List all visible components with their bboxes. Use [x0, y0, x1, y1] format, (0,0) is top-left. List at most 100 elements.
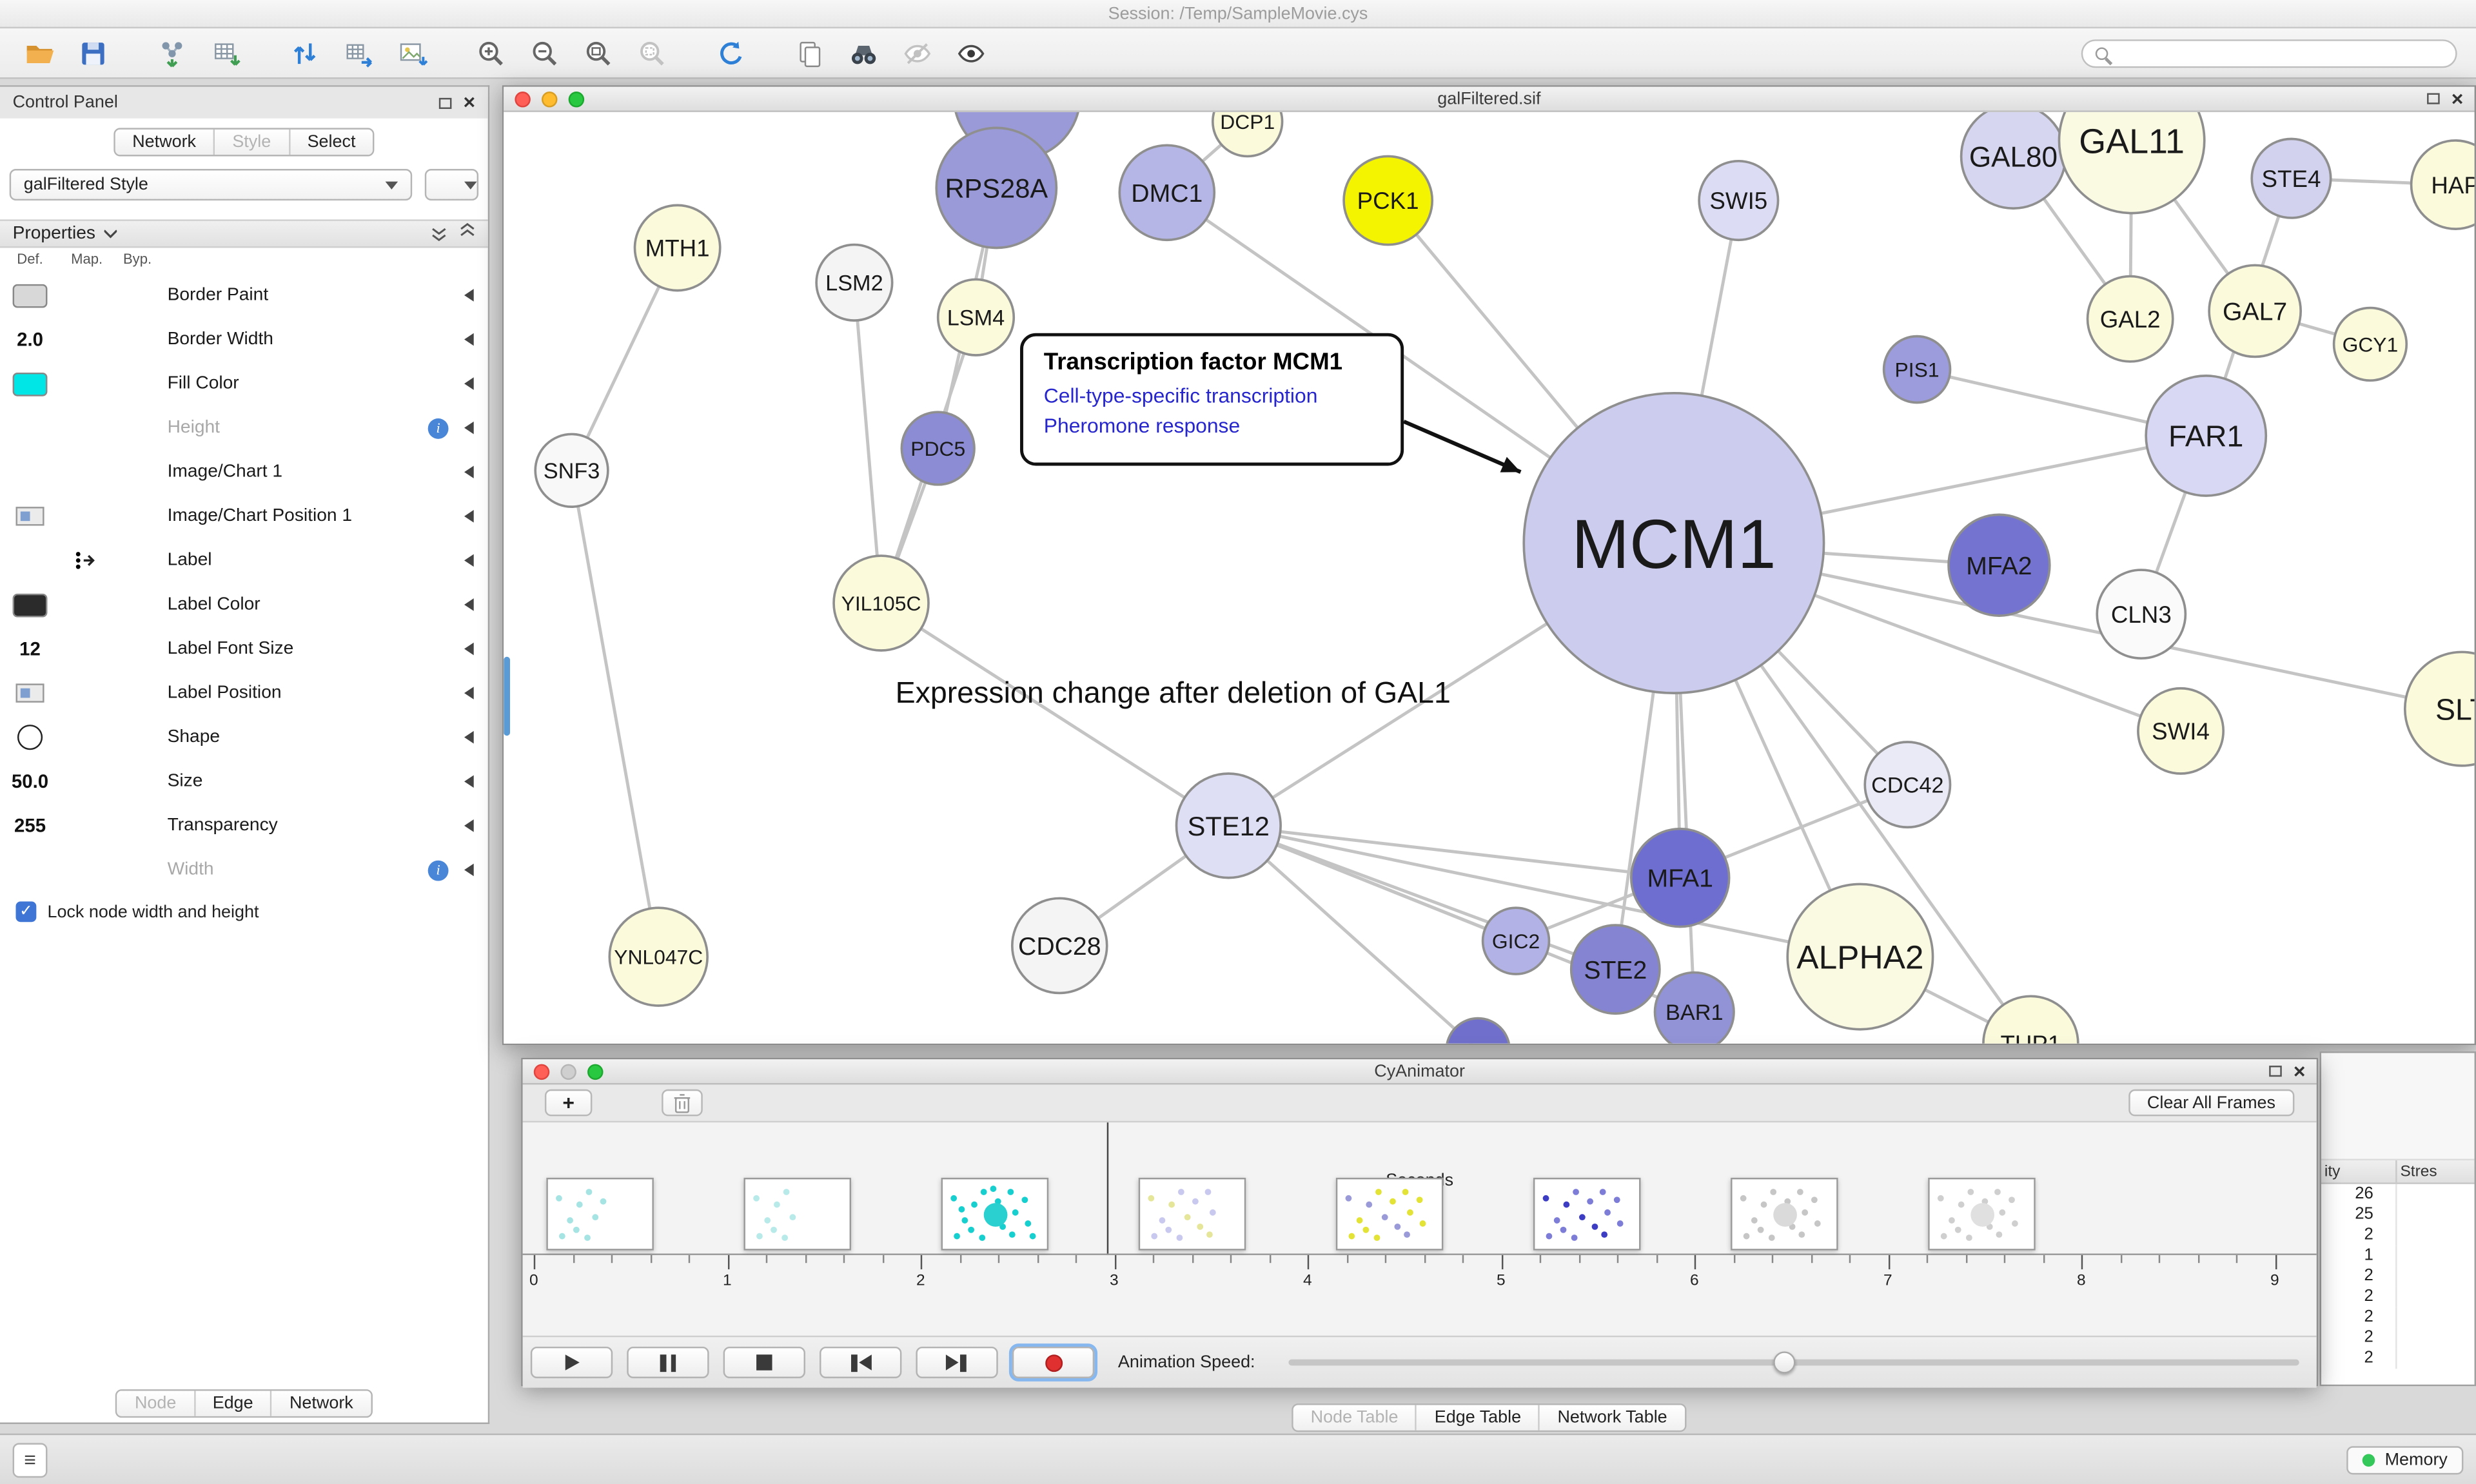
expand-arrow-icon[interactable]: [464, 510, 474, 523]
expand-arrow-icon[interactable]: [464, 819, 474, 832]
frame-thumbnail-5[interactable]: [1335, 1177, 1444, 1251]
network-node-HAP[interactable]: HAP: [2410, 139, 2475, 230]
property-row-label[interactable]: Label: [0, 538, 488, 583]
expand-arrow-icon[interactable]: [464, 642, 474, 656]
frame-thumbnail-8[interactable]: [1928, 1177, 2036, 1251]
network-node-FAR1[interactable]: FAR1: [2145, 375, 2268, 497]
expand-arrow-icon[interactable]: [464, 775, 474, 788]
network-node-SWI4[interactable]: SWI4: [2137, 687, 2225, 775]
network-canvas[interactable]: RPS28ADCP1DMC1PCK1SWI5GAL80GAL11STE4HAPM…: [504, 112, 2475, 1044]
expand-arrow-icon[interactable]: [464, 421, 474, 434]
save-session-button[interactable]: [70, 32, 117, 73]
network-edge-LSM2-YIL105C[interactable]: [852, 282, 883, 603]
animation-speed-slider[interactable]: [1288, 1351, 2299, 1374]
ui-settings-button[interactable]: ≡: [12, 1442, 48, 1478]
expand-all-icon[interactable]: [431, 222, 447, 246]
frame-thumbnail-7[interactable]: [1731, 1177, 1838, 1251]
tab-style[interactable]: Style: [215, 129, 290, 155]
play-button[interactable]: [530, 1346, 613, 1378]
slider-knob[interactable]: [1773, 1351, 1795, 1374]
clear-all-frames-button[interactable]: Clear All Frames: [2128, 1089, 2295, 1117]
table-row[interactable]: 2: [2321, 1286, 2475, 1307]
network-node-DMC1[interactable]: DMC1: [1118, 144, 1216, 242]
table-column-stress[interactable]: Stres: [2400, 1163, 2437, 1181]
close-panel-icon[interactable]: ×: [463, 90, 476, 114]
network-node-GIC2[interactable]: GIC2: [1481, 906, 1551, 975]
network-node-GCY1[interactable]: GCY1: [2332, 306, 2408, 382]
frame-thumbnail-2[interactable]: [743, 1177, 852, 1251]
network-edge-STE12-MFA1[interactable]: [1228, 824, 1680, 880]
table-row[interactable]: 1: [2321, 1245, 2475, 1267]
search-box[interactable]: [2081, 39, 2457, 68]
tab-node-table[interactable]: Node Table: [1293, 1405, 1417, 1430]
table-row[interactable]: 2: [2321, 1307, 2475, 1328]
network-node-MCM1[interactable]: MCM1: [1522, 391, 1825, 694]
lock-size-checkbox[interactable]: ✓: [15, 901, 37, 923]
network-edge-SNF3-YNL047C[interactable]: [570, 470, 660, 957]
export-image-button[interactable]: [388, 32, 435, 73]
panel-tab-network[interactable]: Network: [272, 1391, 371, 1416]
property-row-image-chart-position-1[interactable]: Image/Chart Position 1: [0, 494, 488, 539]
tab-select[interactable]: Select: [290, 129, 373, 155]
color-swatch[interactable]: [12, 592, 48, 617]
zoom-traffic-light[interactable]: [587, 1063, 604, 1079]
tab-edge-table[interactable]: Edge Table: [1417, 1405, 1540, 1430]
frame-thumbnail-1[interactable]: [546, 1177, 654, 1251]
table-row[interactable]: 2: [2321, 1225, 2475, 1246]
network-node-YIL105C[interactable]: YIL105C: [832, 554, 930, 652]
network-edge-STE12-n-bot[interactable]: [1227, 824, 1478, 1044]
cyanimator-titlebar[interactable]: CyAnimator ×: [522, 1059, 2317, 1085]
network-node-STE4[interactable]: STE4: [2250, 137, 2332, 219]
close-traffic-light[interactable]: [515, 90, 531, 107]
stop-button[interactable]: [723, 1346, 805, 1378]
refresh-view-button[interactable]: [707, 32, 754, 73]
expand-arrow-icon[interactable]: [464, 377, 474, 390]
properties-header[interactable]: Properties: [0, 219, 488, 248]
network-node-CLN3[interactable]: CLN3: [2096, 569, 2187, 660]
network-node-GAL80[interactable]: GAL80: [1960, 112, 2067, 210]
delete-frame-button[interactable]: [662, 1089, 703, 1117]
import-network-button[interactable]: [148, 32, 195, 73]
network-node-GAL7[interactable]: GAL7: [2208, 264, 2303, 358]
close-traffic-light[interactable]: [533, 1063, 550, 1079]
minimize-traffic-light[interactable]: [560, 1063, 576, 1079]
annotation-box[interactable]: Transcription factor MCM1 Cell-type-spec…: [1020, 333, 1404, 466]
network-node-CDC42[interactable]: CDC42: [1863, 741, 1952, 829]
canvas-scrollbar-thumb[interactable]: [504, 656, 511, 736]
network-node-SLT[interactable]: SLT: [2403, 650, 2475, 767]
table-row[interactable]: 2: [2321, 1327, 2475, 1349]
color-swatch[interactable]: [12, 283, 48, 308]
tab-network[interactable]: Network: [115, 129, 215, 155]
color-swatch[interactable]: [12, 371, 48, 396]
network-node-MFA2[interactable]: MFA2: [1947, 513, 2051, 617]
pause-button[interactable]: [627, 1346, 709, 1378]
annotation-link-2[interactable]: Pheromone response: [1043, 413, 1241, 437]
expand-arrow-icon[interactable]: [464, 863, 474, 877]
property-row-shape[interactable]: Shape: [0, 715, 488, 759]
expand-arrow-icon[interactable]: [464, 333, 474, 346]
network-edge-STE12-STE2[interactable]: [1228, 824, 1616, 971]
table-header-row[interactable]: ity Stres: [2321, 1160, 2475, 1184]
export-network-button[interactable]: [281, 32, 328, 73]
network-node-YNL047C[interactable]: YNL047C: [608, 906, 709, 1007]
network-node-n-bot[interactable]: [1446, 1017, 1511, 1044]
network-node-DCP1[interactable]: DCP1: [1211, 112, 1284, 158]
hide-selected-button[interactable]: [894, 32, 941, 73]
minimize-traffic-light[interactable]: [542, 90, 558, 107]
export-table-button[interactable]: [335, 32, 382, 73]
zoom-out-button[interactable]: [521, 32, 568, 73]
network-node-PDC5[interactable]: PDC5: [900, 411, 976, 486]
float-window-icon[interactable]: [2270, 1066, 2283, 1077]
zoom-selected-button[interactable]: [629, 32, 676, 73]
property-row-label-position[interactable]: Label Position: [0, 671, 488, 716]
close-window-icon[interactable]: ×: [2293, 1059, 2306, 1082]
network-node-CDC28[interactable]: CDC28: [1010, 897, 1108, 995]
float-window-icon[interactable]: [2428, 93, 2441, 104]
record-button[interactable]: [1012, 1346, 1095, 1378]
property-row-label-color[interactable]: Label Color: [0, 583, 488, 627]
network-node-SWI5[interactable]: SWI5: [1698, 159, 1780, 242]
